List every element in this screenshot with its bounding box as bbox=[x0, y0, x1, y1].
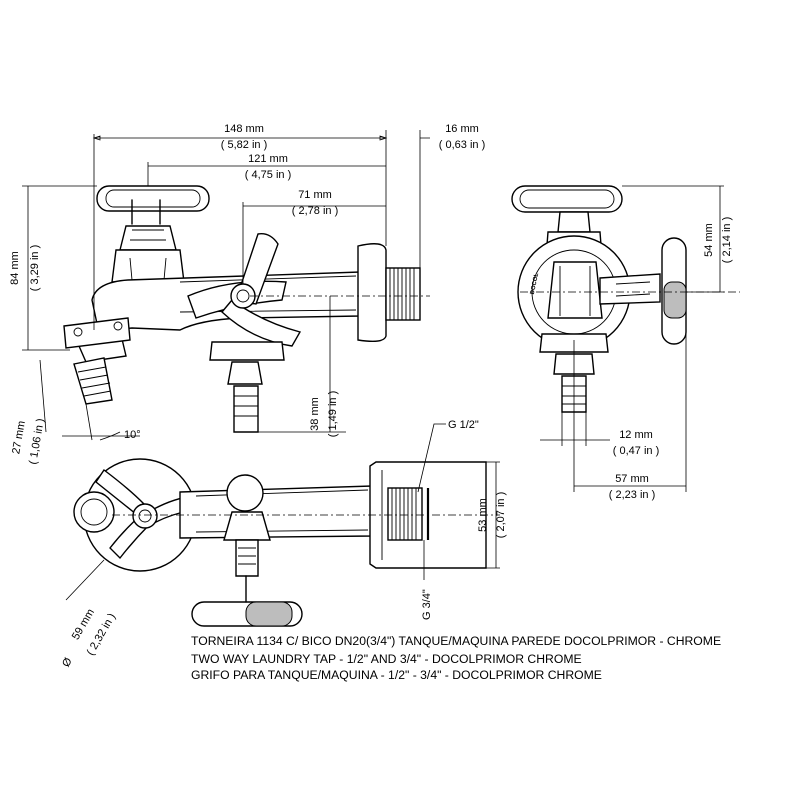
brand-mark: DOCOL bbox=[530, 272, 540, 295]
dim-84-in: ( 3,29 in ) bbox=[29, 245, 41, 291]
dim-84-mm: 84 mm bbox=[9, 251, 21, 285]
dim-148-in: ( 5,82 in ) bbox=[221, 139, 267, 151]
dim-38-mm: 38 mm bbox=[309, 397, 321, 431]
dim-148-mm: 148 mm bbox=[224, 123, 264, 135]
thread-g-half: G 1/2" bbox=[448, 419, 479, 431]
front-view bbox=[63, 185, 430, 433]
front-dimensions: 148 mm ( 5,82 in ) 16 mm ( 0,63 in ) 121… bbox=[9, 123, 485, 465]
dim-121-in: ( 4,75 in ) bbox=[245, 169, 291, 181]
top-view bbox=[73, 458, 500, 627]
dim-59-symbol: Ø bbox=[60, 655, 75, 669]
side-view: DOCOL bbox=[511, 185, 740, 413]
dim-57-in: ( 2,23 in ) bbox=[609, 489, 655, 501]
dim-angle: 10° bbox=[124, 429, 141, 441]
dim-71-mm: 71 mm bbox=[298, 189, 332, 201]
dim-54-in: ( 2,14 in ) bbox=[721, 217, 733, 263]
dim-16-mm: 16 mm bbox=[445, 123, 479, 135]
dim-71-in: ( 2,78 in ) bbox=[292, 205, 338, 217]
dim-54-mm: 54 mm bbox=[703, 223, 715, 257]
dim-16-in: ( 0,63 in ) bbox=[439, 139, 485, 151]
caption-line-3: GRIFO PARA TANQUE/MAQUINA - 1/2" - 3/4" … bbox=[191, 668, 602, 682]
dim-53-in: ( 2,07 in ) bbox=[495, 492, 507, 538]
dim-53-mm: 53 mm bbox=[477, 498, 489, 532]
dim-27-mm: 27 mm bbox=[10, 420, 28, 455]
dim-57-mm: 57 mm bbox=[615, 473, 649, 485]
dim-38-in: ( 1,49 in ) bbox=[327, 391, 339, 437]
caption-line-1: TORNEIRA 1134 C/ BICO DN20(3/4") TANQUE/… bbox=[191, 634, 722, 648]
dim-121-mm: 121 mm bbox=[248, 153, 288, 165]
caption-line-2: TWO WAY LAUNDRY TAP - 1/2" AND 3/4" - DO… bbox=[191, 652, 582, 666]
side-dimensions: 54 mm ( 2,14 in ) 12 mm ( 0,47 in ) 57 m… bbox=[540, 185, 733, 501]
thread-g-three-quarter: G 3/4" bbox=[421, 589, 433, 620]
dim-12-mm: 12 mm bbox=[619, 429, 653, 441]
dim-12-in: ( 0,47 in ) bbox=[613, 445, 659, 457]
dim-27-in: ( 1,06 in ) bbox=[27, 418, 47, 466]
